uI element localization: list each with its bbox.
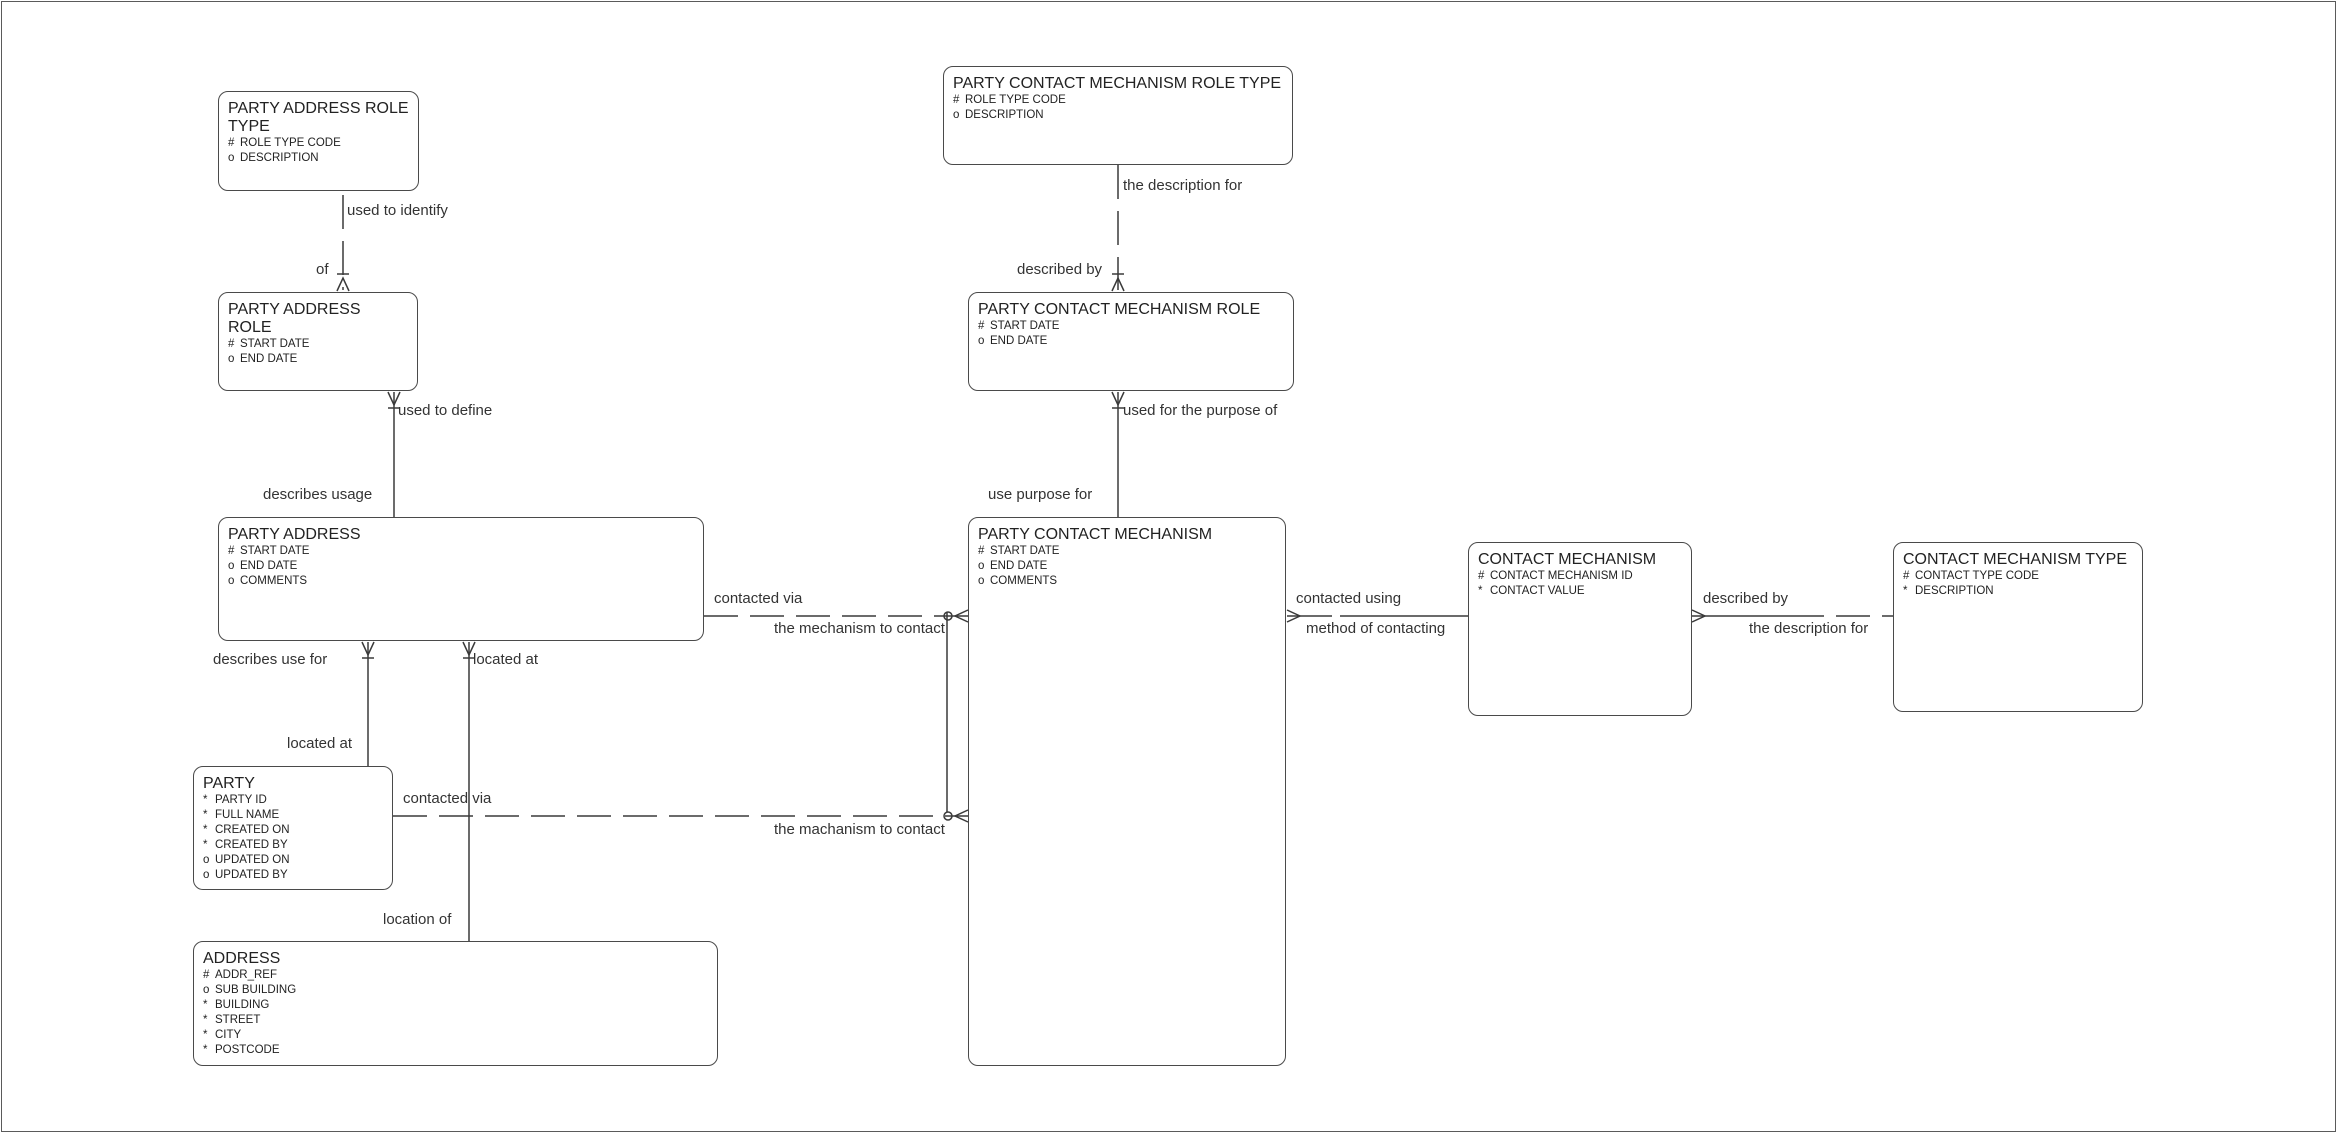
rel-label-describes-use-for: describes use for <box>213 651 328 668</box>
rel-party-address-to-address <box>462 641 476 941</box>
entity-title: PARTY CONTACT MECHANISM <box>978 526 1213 543</box>
entity-attribute: *PARTY ID <box>203 794 267 806</box>
rel-label-described-by-type: described by <box>1703 590 1789 607</box>
rel-party-address-role-to-party-address <box>387 391 401 517</box>
rel-party-address-to-party <box>361 641 375 766</box>
rel-label-described-by-role: described by <box>1017 261 1103 278</box>
entity-contact-mechanism-type[interactable]: CONTACT MECHANISM TYPE #CONTACT TYPE COD… <box>1893 542 2143 712</box>
rel-label-description-for-role: the description for <box>1123 177 1243 194</box>
rel-pcm-to-contact-mechanism <box>1286 609 1468 623</box>
entity-party-address-role-type[interactable]: PARTY ADDRESS ROLE TYPE #ROLE TYPE CODE … <box>218 91 419 191</box>
rel-label-contacted-using: contacted using <box>1296 590 1402 607</box>
entity-attribute: *DESCRIPTION <box>1903 585 1994 597</box>
entity-attribute: *BUILDING <box>203 999 270 1011</box>
entity-attribute: #START DATE <box>978 320 1060 332</box>
entity-title: PARTY ADDRESS <box>228 526 361 543</box>
rel-label-mechanism-to-contact-party: the machanism to contact <box>774 821 945 838</box>
rel-label-contacted-via-party: contacted via <box>403 790 492 807</box>
entity-attribute: *CONTACT VALUE <box>1478 585 1585 597</box>
rel-label-used-to-identify: used to identify <box>347 202 448 219</box>
rel-label-of: of <box>316 261 329 278</box>
entity-attribute: #CONTACT MECHANISM ID <box>1478 570 1633 582</box>
rel-label-description-for-type: the description for <box>1749 620 1869 637</box>
entity-attribute: *STREET <box>203 1014 261 1026</box>
entity-party-contact-mechanism-role-type[interactable]: PARTY CONTACT MECHANISM ROLE TYPE #ROLE … <box>943 66 1293 165</box>
rel-pcm-role-to-pcm <box>1111 391 1125 517</box>
entity-party-contact-mechanism-role[interactable]: PARTY CONTACT MECHANISM ROLE #START DATE… <box>968 292 1294 391</box>
entity-attribute: #ADDR_REF <box>203 969 277 981</box>
entity-title: CONTACT MECHANISM <box>1478 551 1657 568</box>
entity-party[interactable]: PARTY *PARTY ID *FULL NAME *CREATED ON *… <box>193 766 393 890</box>
entity-attribute: *CITY <box>203 1029 242 1041</box>
rel-label-describes-usage: describes usage <box>263 486 373 503</box>
entity-attribute: #ROLE TYPE CODE <box>953 94 1066 106</box>
entity-attribute: #CONTACT TYPE CODE <box>1903 570 2039 582</box>
rel-label-located-at-lower: located at <box>287 735 353 752</box>
rel-label-use-purpose-for: use purpose for <box>988 486 1093 503</box>
entity-attribute: *CREATED BY <box>203 839 288 851</box>
rel-party-address-to-party-contact-mechanism <box>704 609 969 623</box>
entity-attribute: #START DATE <box>228 338 310 350</box>
rel-label-location-of: location of <box>383 911 452 928</box>
entity-title: CONTACT MECHANISM TYPE <box>1903 551 2128 568</box>
rel-label-used-for-purpose-of: used for the purpose of <box>1123 402 1278 419</box>
entity-contact-mechanism[interactable]: CONTACT MECHANISM #CONTACT MECHANISM ID … <box>1468 542 1692 716</box>
rel-label-mechanism-to-contact-address: the mechanism to contact <box>774 620 945 637</box>
entity-attribute: *FULL NAME <box>203 809 280 821</box>
entity-attribute: *POSTCODE <box>203 1044 280 1056</box>
rel-label-method-of-contacting: method of contacting <box>1306 620 1446 637</box>
rel-party-to-party-contact-mechanism <box>393 809 969 823</box>
entity-title: PARTY CONTACT MECHANISM ROLE TYPE <box>953 75 1282 92</box>
rel-label-located-at-upper: located at <box>473 651 539 668</box>
entity-attribute: *CREATED ON <box>203 824 290 836</box>
entity-title: PARTY ADDRESS ROLE TYPE <box>228 100 409 135</box>
entity-title: PARTY ADDRESS ROLE <box>228 301 361 336</box>
rel-pcm-role-type-to-role <box>1111 165 1125 292</box>
entity-attribute: #START DATE <box>228 545 310 557</box>
entity-title: PARTY <box>203 775 255 792</box>
rel-label-contacted-via-address: contacted via <box>714 590 803 607</box>
rel-contact-mechanism-to-type <box>1691 609 1893 623</box>
entity-title: PARTY CONTACT MECHANISM ROLE <box>978 301 1261 318</box>
entity-title: ADDRESS <box>203 950 281 967</box>
rel-party-address-role-type-to-role <box>336 195 350 292</box>
entity-attribute: #START DATE <box>978 545 1060 557</box>
entity-attribute: #ROLE TYPE CODE <box>228 137 341 149</box>
rel-label-used-to-define: used to define <box>398 402 493 419</box>
